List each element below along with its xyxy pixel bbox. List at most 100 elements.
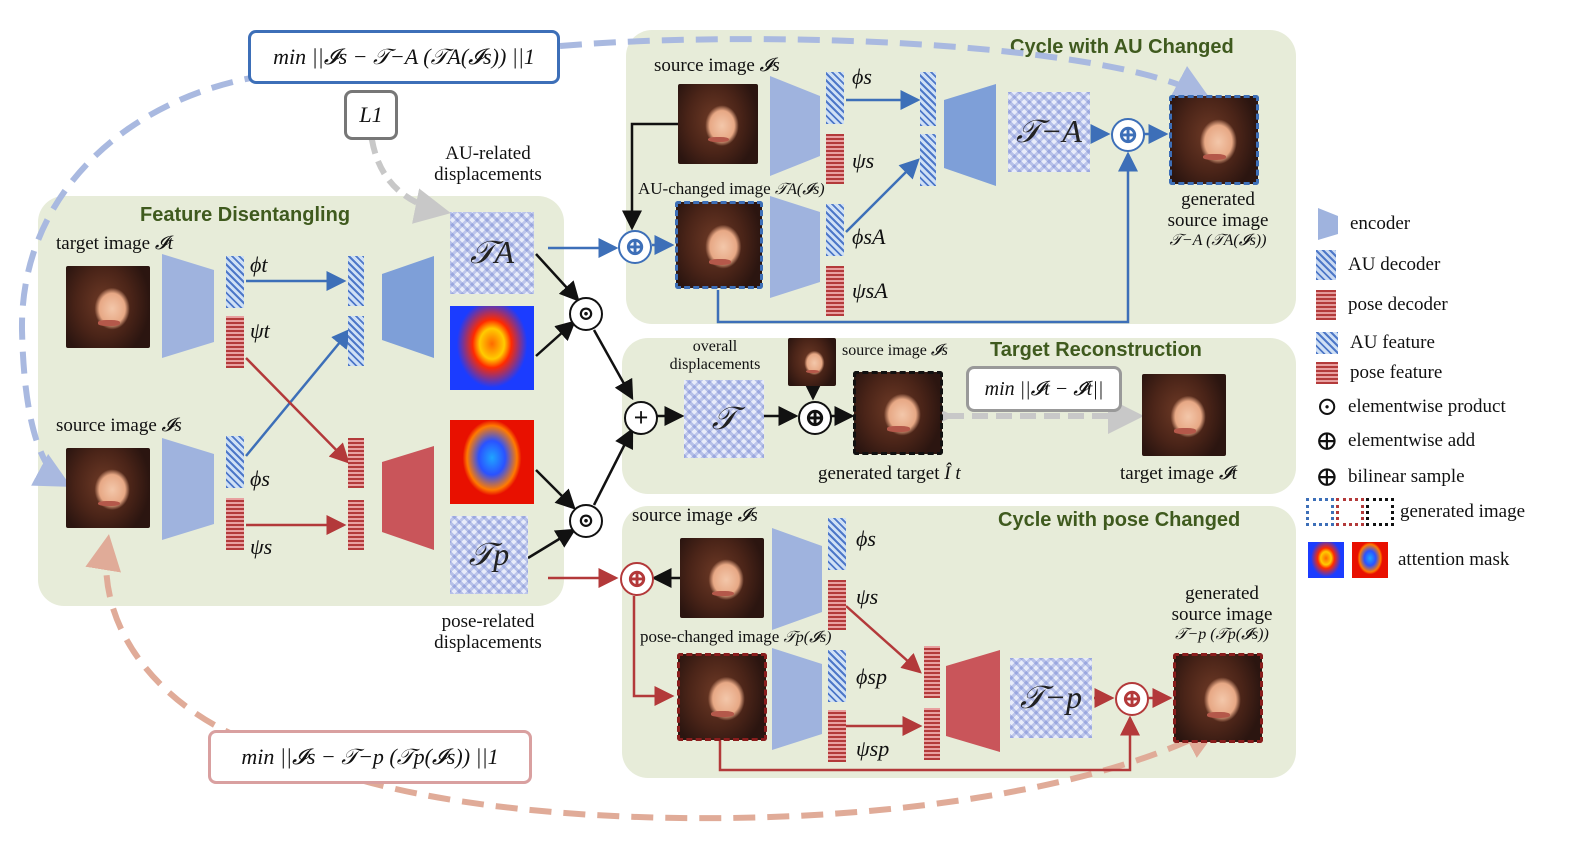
au-decoder-cycle — [944, 84, 996, 186]
au-psi-sA-sym: ψsA — [852, 278, 888, 303]
au-displacement-TA: 𝒯A — [450, 212, 534, 294]
au-concat-bottom — [348, 316, 364, 366]
pose-psi-s — [828, 580, 846, 630]
psi-s-feature — [226, 498, 244, 550]
l1-arrow — [349, 107, 451, 224]
bilinear-sample-icon: ⊕ — [1315, 462, 1339, 493]
elementwise-product-au: ⊙ — [569, 297, 603, 331]
au-psi-sA — [826, 266, 844, 316]
elementwise-product-icon: ⊙ — [1316, 392, 1338, 421]
pose-psi-s-sym: ψs — [856, 584, 879, 609]
legend-pose-feature: pose feature — [1316, 362, 1442, 384]
legend-au-feature: AU feature — [1316, 332, 1435, 354]
recon-source-label: source image 𝓘s — [842, 342, 948, 359]
generated-source-au — [1169, 95, 1259, 185]
pose-source-image — [680, 538, 764, 618]
au-psi-s-sym: ψs — [852, 148, 875, 173]
phi-s-feature — [226, 436, 244, 488]
target-image-right-label: target image 𝓘t — [1120, 463, 1237, 484]
pose-phi-s — [828, 518, 846, 570]
feature-panel-title: Feature Disentangling — [140, 204, 351, 226]
encoder-pose-source — [772, 528, 822, 630]
au-phi-s — [826, 72, 844, 124]
legend-au-decoder: AU decoder — [1316, 250, 1440, 280]
pose-source-label: source image 𝓘s — [632, 505, 758, 526]
pose-displacement-Tp: 𝒯p — [450, 516, 528, 594]
pose-loss-loop — [85, 534, 247, 743]
au-psi-s — [826, 134, 844, 184]
blue-dashed-box-icon — [1306, 498, 1334, 526]
legend-elementwise-add: ⊕ elementwise add — [1315, 426, 1476, 457]
target-image-label: target image 𝓘t — [56, 233, 173, 254]
pose-phi-sp-sym: ϕsp — [856, 664, 887, 689]
inverse-au-displacement: 𝒯−A — [1008, 92, 1090, 172]
au-phi-sA — [826, 204, 844, 256]
bilinear-sample-pose-out: ⊕ — [1115, 682, 1149, 716]
black-dashed-box-icon — [1366, 498, 1394, 526]
au-feature-legend-icon — [1316, 332, 1338, 354]
target-image-right — [1142, 374, 1226, 456]
elementwise-add-icon: ⊕ — [1315, 426, 1339, 457]
pose-concat-1 — [924, 646, 940, 698]
pose-concat-top — [348, 438, 364, 488]
pose-concat-2 — [924, 708, 940, 760]
pose-concat-bottom — [348, 500, 364, 550]
pose-decoder-feature — [382, 446, 434, 550]
au-cycle-loss: min ||𝓘s − 𝒯−A (𝒯A(𝓘s)) ||1 — [248, 30, 560, 84]
au-decoder-feature — [382, 256, 434, 358]
generated-target-image — [853, 371, 943, 455]
pose-changed-image — [677, 653, 767, 741]
target-reconstruction-title: Target Reconstruction — [990, 339, 1202, 361]
legend-generated-image: generated image — [1306, 498, 1525, 526]
encoder-pose-changed — [772, 648, 822, 750]
au-changed-image — [675, 201, 763, 289]
legend-bilinear-sample: ⊕ bilinear sample — [1315, 462, 1465, 493]
generated-source-pose — [1173, 653, 1263, 743]
au-concat-2 — [920, 134, 936, 186]
au-changed-label: AU-changed image 𝒯A(𝓘s) — [638, 179, 825, 198]
generated-target-label: generated target Î t — [818, 463, 961, 484]
au-source-label: source image 𝓘s — [654, 55, 780, 76]
au-concat-1 — [920, 72, 936, 126]
pose-cycle-loss: min ||𝓘s − 𝒯−p (𝒯p(𝓘s)) ||1 — [208, 730, 532, 784]
target-image — [66, 266, 150, 348]
legend-encoder: encoder — [1316, 206, 1410, 242]
cycle-pose-title: Cycle with pose Changed — [998, 509, 1241, 531]
source-image-label: source image 𝓘s — [56, 415, 182, 436]
attention-mask-icon-2 — [1352, 542, 1388, 578]
source-image — [66, 448, 150, 528]
encoder-target — [162, 254, 214, 358]
bilinear-sample-pose-in: ⊕ — [620, 562, 654, 596]
au-loss-top — [559, 36, 1211, 99]
pose-feature-legend-icon — [1316, 362, 1338, 384]
pose-changed-label: pose-changed image 𝒯p(𝓘s) — [640, 627, 832, 646]
au-loss-loop — [18, 69, 301, 487]
bilinear-sample-au-in: ⊕ — [618, 230, 652, 264]
au-source-image — [678, 84, 758, 164]
au-attention-mask — [450, 306, 534, 390]
pose-phi-sp — [828, 650, 846, 702]
target-reconstruction-loss: min ||𝓘t − 𝓘̂t|| — [966, 366, 1122, 412]
au-concat-top — [348, 256, 364, 306]
legend-elementwise-product: ⊙ elementwise product — [1314, 392, 1506, 422]
elementwise-add: + — [624, 401, 658, 435]
recon-source-image — [788, 338, 836, 386]
pose-attention-mask — [450, 420, 534, 504]
phi-s: ϕs — [250, 466, 270, 491]
encoder-legend-icon — [1318, 208, 1338, 240]
bilinear-sample-au-out: ⊕ — [1111, 118, 1145, 152]
legend-pose-decoder: pose decoder — [1316, 290, 1448, 320]
psi-s: ψs — [250, 534, 273, 559]
psi-t: ψt — [250, 318, 270, 343]
attention-mask-icon-1 — [1308, 542, 1344, 578]
cycle-au-title: Cycle with AU Changed — [1010, 36, 1234, 58]
phi-t: ϕt — [250, 252, 268, 277]
overall-displacement-T: 𝒯 — [684, 380, 764, 458]
l1-loss: L1 — [344, 90, 398, 140]
